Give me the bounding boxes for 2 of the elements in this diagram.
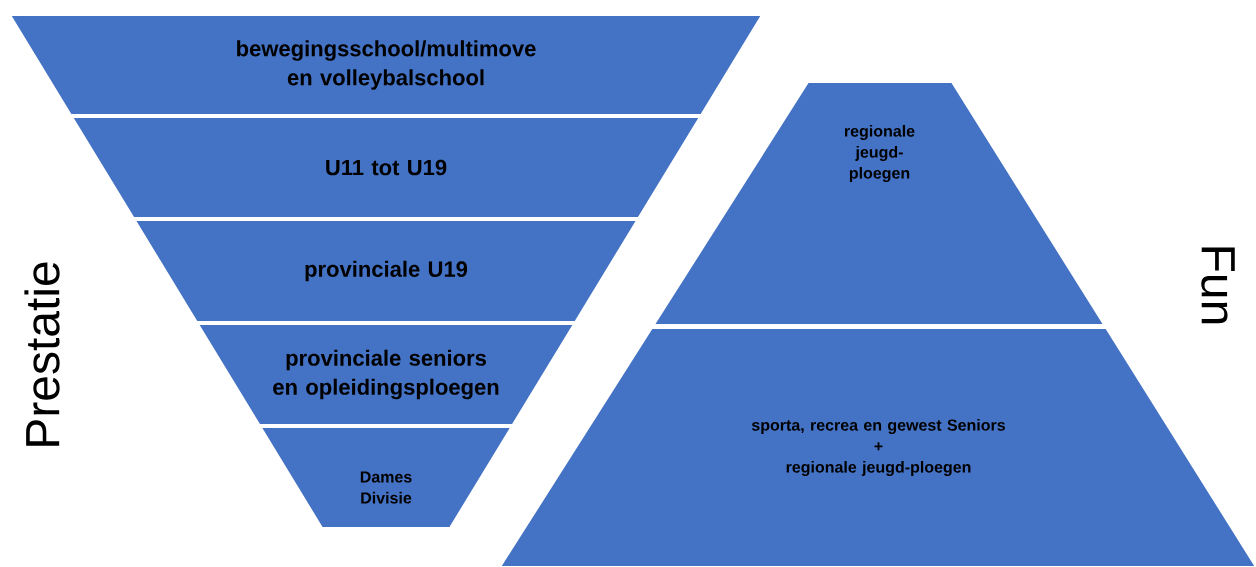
side-label: Fun — [1201, 247, 1235, 324]
side-label: Prestatie — [24, 262, 60, 446]
